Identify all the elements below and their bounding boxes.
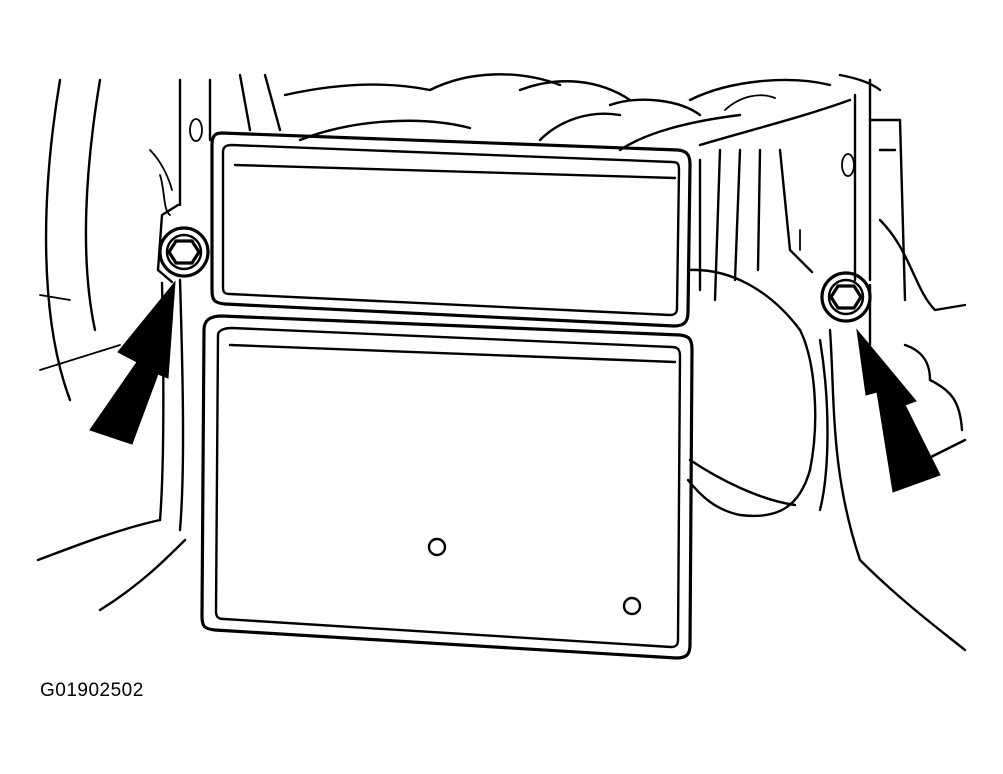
lower-cover-panel — [200, 314, 694, 660]
top-structure — [238, 73, 907, 302]
right-bolt-arrow — [856, 328, 941, 493]
duct — [686, 268, 829, 518]
upper-cover-panel — [210, 131, 692, 328]
figure-id-label: G01902502 — [40, 680, 144, 701]
left-bolt — [158, 226, 210, 278]
right-bolt — [820, 271, 872, 323]
left-bolt-arrow — [89, 280, 176, 445]
right-structure — [828, 218, 967, 652]
